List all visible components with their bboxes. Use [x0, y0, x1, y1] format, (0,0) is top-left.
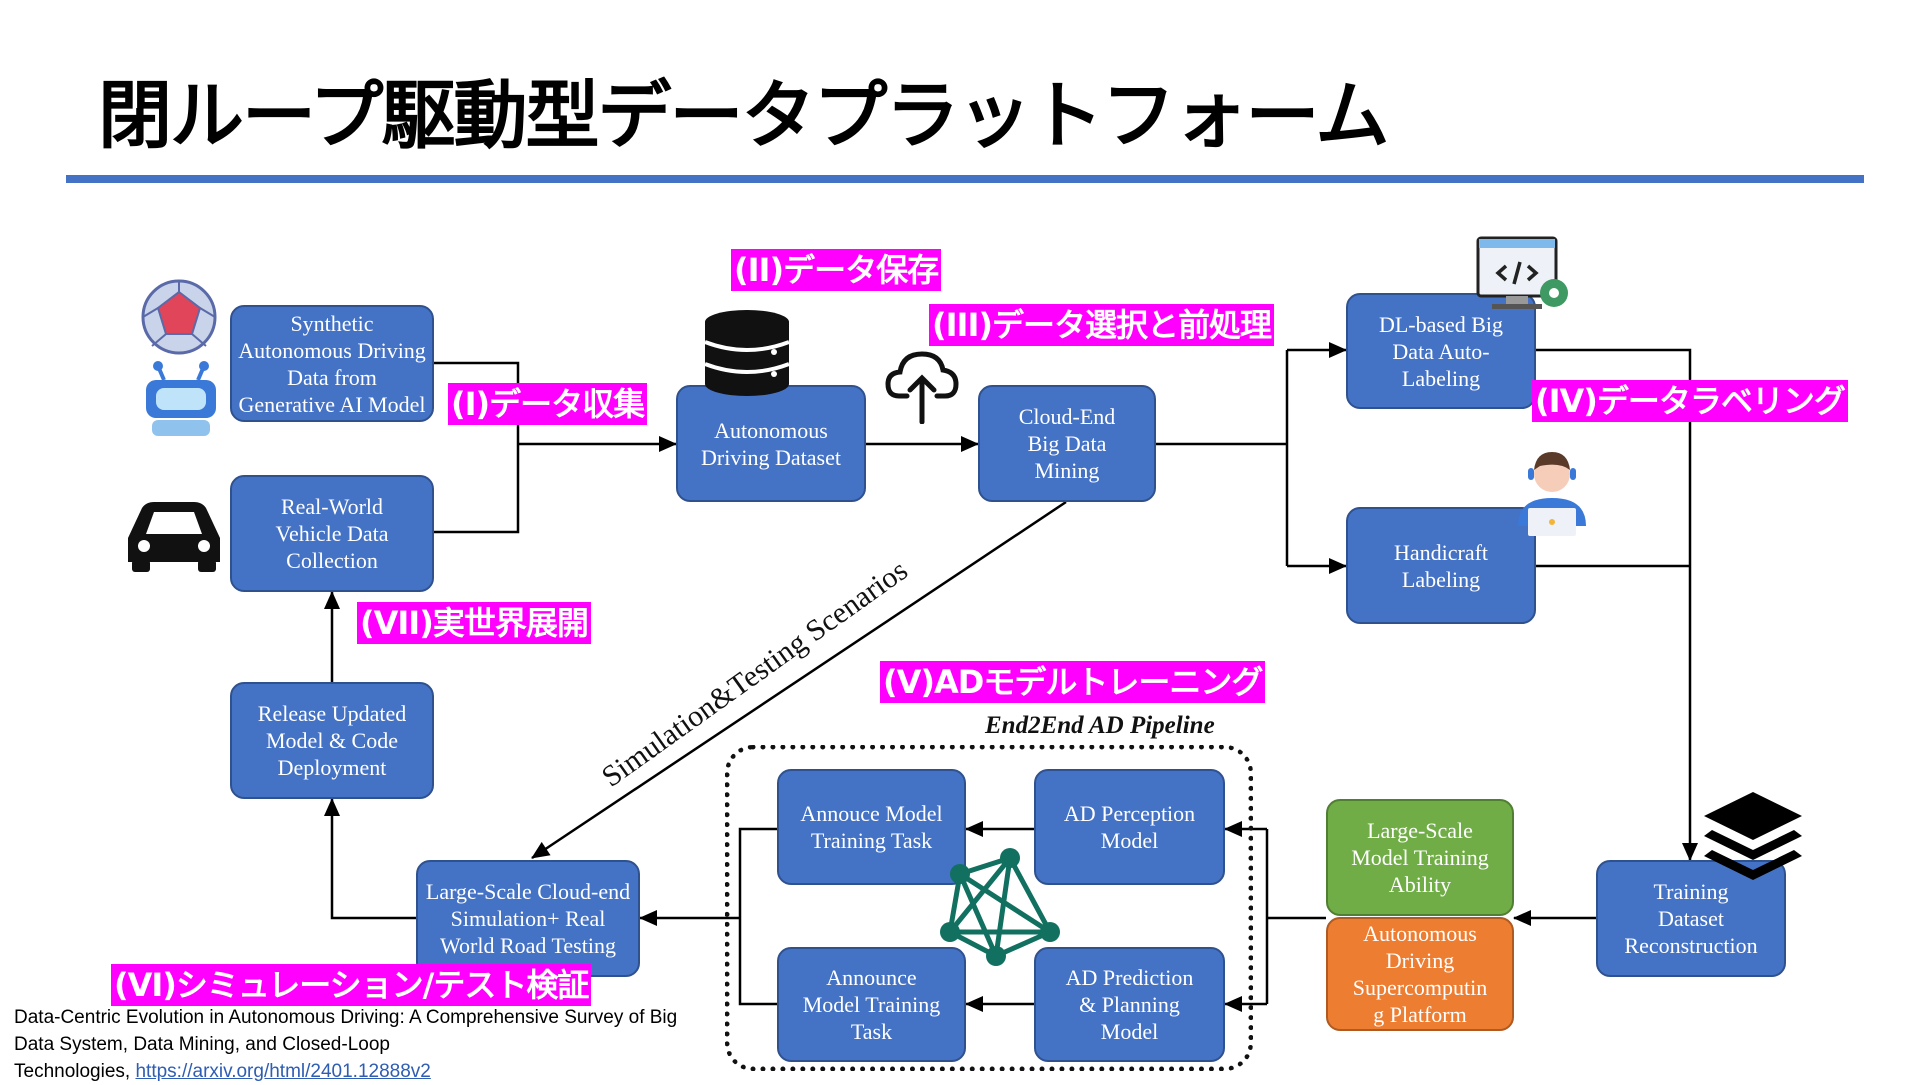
box-line: Model & Code — [266, 728, 398, 753]
tag-simulation-testing: (VI)シミュレーション/テスト検証 — [111, 964, 592, 1006]
tag-data-labeling: (IV)データラベリング — [1532, 380, 1848, 422]
box-line: Data Auto- — [1392, 338, 1490, 364]
box-line: Model — [1100, 828, 1159, 853]
box-line: Driving Dataset — [701, 444, 841, 470]
box-line: Model Training — [1351, 845, 1489, 870]
robot-icon — [146, 361, 216, 436]
box-line: Autonomous — [1363, 921, 1477, 946]
box-line: Generative AI Model — [238, 391, 426, 417]
citation-prefix: Technologies, — [14, 1061, 136, 1082]
box-line: DL-based Big — [1378, 311, 1504, 337]
citation: Data-Centric Evolution in Autonomous Dri… — [14, 1004, 677, 1085]
tag-data-selection: (III)データ選択と前処理 — [929, 304, 1274, 346]
tag-deployment: (VII)実世界展開 — [357, 602, 591, 644]
citation-line: Data System, Data Mining, and Closed-Loo… — [14, 1034, 390, 1055]
page-title: 閉ループ駆動型データプラットフォーム — [98, 73, 1389, 159]
citation-line: Data-Centric Evolution in Autonomous Dri… — [14, 1007, 678, 1028]
box-line: Synthetic — [290, 310, 374, 336]
box-line: & Planning — [1079, 992, 1180, 1017]
box-line: Announce — [826, 965, 917, 990]
tag-data-collection: (I)データ収集 — [448, 383, 648, 425]
box-line: Large-Scale — [1367, 818, 1473, 843]
box-line: Release Updated — [257, 701, 407, 726]
box-line: Mining — [1034, 458, 1100, 483]
box-line: Dataset — [1658, 906, 1724, 931]
box-line: Autonomous Driving — [238, 337, 426, 363]
arrow-sim-scenarios — [531, 500, 1067, 860]
citation-link[interactable]: https://arxiv.org/html/2401.12888v2 — [135, 1061, 431, 1082]
box-line: Handicraft — [1393, 539, 1489, 565]
box-line: Reconstruction — [1624, 933, 1758, 958]
box-line: Model Training — [802, 992, 941, 1017]
box-line: Driving — [1385, 948, 1455, 973]
cloud-upload-icon — [885, 351, 959, 424]
box-line: Vehicle Data — [275, 521, 389, 546]
network-icon — [940, 848, 1060, 966]
box-line: Annouce Model — [800, 801, 943, 826]
arrow-to-release — [324, 798, 416, 920]
box-line: Deployment — [277, 755, 387, 780]
box-line: Data from — [287, 364, 377, 390]
operator-icon — [1518, 452, 1586, 536]
box-line: g Platform — [1373, 1002, 1467, 1027]
box-line: Supercomputin — [1352, 975, 1488, 1000]
box-line: Labeling — [1401, 566, 1481, 592]
arrow-to-reconstruct — [1536, 348, 1698, 861]
box-line: Labeling — [1401, 365, 1481, 391]
box-line: Ability — [1388, 872, 1452, 897]
wire-synthetic — [434, 361, 520, 534]
wire-pipeline-merge — [738, 827, 777, 1006]
box-line: Simulation+ Real — [450, 906, 606, 931]
pipeline-group — [725, 745, 1253, 1071]
box-line: Model — [1100, 1019, 1159, 1044]
box-line: AD Prediction — [1065, 965, 1194, 990]
box-line: Real-World — [280, 494, 384, 519]
box-line: Collection — [286, 548, 378, 573]
tag-model-training: (V)ADモデルトレーニング — [880, 661, 1266, 703]
box-line: Cloud-End — [1018, 404, 1116, 429]
box-line: Autonomous — [714, 417, 828, 443]
box-line: Large-Scale Cloud-end — [425, 879, 631, 904]
layers-icon — [1704, 792, 1802, 880]
database-icon — [704, 310, 790, 396]
citation-line: Technologies, https://arxiv.org/html/240… — [14, 1058, 677, 1085]
box-line: World Road Testing — [440, 933, 616, 958]
car-icon — [128, 502, 220, 572]
tag-data-storage: (II)データ保存 — [731, 249, 942, 291]
code-monitor-icon — [1476, 236, 1568, 309]
box-line: Big Data — [1027, 431, 1107, 456]
polyhedron-icon — [141, 279, 217, 355]
title-underline — [66, 175, 1864, 183]
box-line: Task — [850, 1019, 893, 1044]
box-line: AD Perception — [1063, 801, 1196, 826]
pipeline-title: End2End AD Pipeline — [985, 712, 1215, 739]
box-line: Training — [1653, 879, 1729, 904]
box-line: Training Task — [810, 828, 933, 853]
